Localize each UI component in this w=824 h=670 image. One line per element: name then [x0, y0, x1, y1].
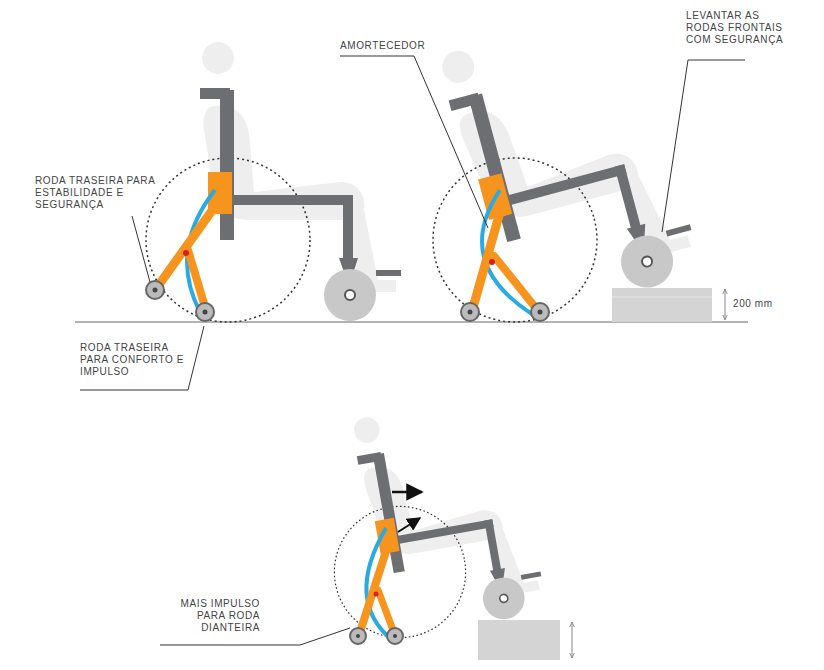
wheelchair-tilted	[385, 4, 704, 340]
step-edge	[612, 297, 712, 298]
callout-label: AMORTECEDOR	[340, 40, 460, 52]
callout-label: MAIS IMPULSO PARA RODA DIANTEIRA	[160, 598, 260, 634]
wheelchair-climbing	[308, 392, 572, 660]
wheelchair-standing	[146, 42, 401, 322]
callout-label: 200 mm	[733, 298, 813, 310]
callout-label: RODA TRASEIRA PARA CONFORTO E IMPULSO	[80, 342, 185, 378]
callout-label: RODA TRASEIRA PARA ESTABILIDADE E SEGURA…	[35, 175, 167, 211]
callout-label: LEVANTAR AS RODAS FRONTAIS COM SEGURANÇA	[686, 10, 796, 46]
leader-lines	[80, 56, 745, 645]
step-block	[612, 288, 712, 322]
dimension-arrow	[725, 289, 726, 320]
step-block	[478, 620, 560, 660]
